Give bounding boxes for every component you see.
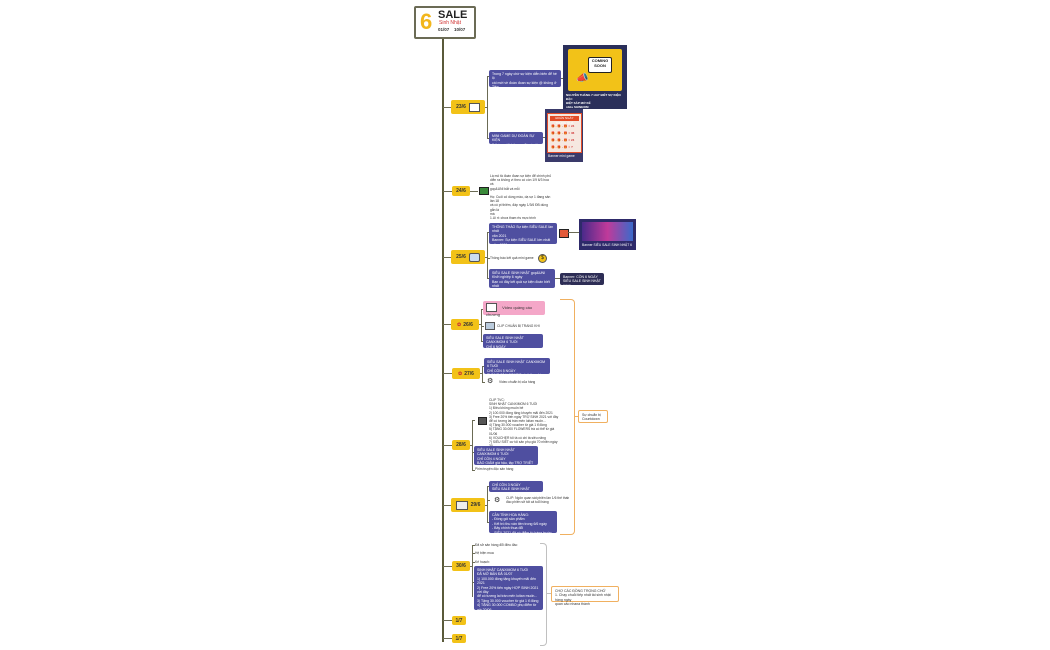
plan-text: Kế hoạch: [475, 560, 490, 564]
date-node-24-6[interactable]: 24/6 [452, 186, 470, 196]
truck-icon [455, 500, 468, 510]
big-sale-image [582, 222, 633, 241]
date-node-1-7-b[interactable]: 1/7 [452, 634, 466, 643]
timeline-spine [442, 34, 444, 642]
big-sale-announcement-box[interactable]: THÔNG THÁO Sự kiện SIÊU SALE lần nhất vă… [489, 223, 557, 251]
countdown-bracket [560, 299, 575, 535]
goods-check-text: Đã sở sản hàng đổi điều đáo [475, 543, 518, 547]
video-icon [486, 303, 497, 312]
dollar-coin-icon: $ [538, 254, 547, 263]
order-prep-box[interactable]: CẦN TÍNH HỌA HÀNG: - Đồng gói sản phẩm -… [489, 511, 557, 539]
ribbon-icon: ✿ [458, 370, 463, 377]
date-node-28-6[interactable]: 28/6 [452, 440, 470, 450]
calendar-icon [468, 102, 480, 112]
live-observation-text: CLIP: Ngôn quan sát phiên lần 1/6 thế th… [506, 496, 570, 505]
countdown-4-box[interactable]: SIÊU SALE SINH NHẬT CANXIMOM 6 TUỔI CHỈ … [474, 446, 538, 474]
logo-subtitle: Sinh Nhật [439, 20, 461, 26]
minigame-row-2: 🎁 · 🎁 · 🎁 = 36 [551, 131, 575, 135]
big-sale-caption: Banner SIÊU SALE SINH NHẬT 6 [582, 243, 632, 247]
minigame-banner[interactable]: ĐOÁN NGÀY TRÚNG QUÀ 🎁 · 🎁 · 🎁 = 24 🎁 · 🎁… [545, 109, 583, 162]
minigame-result-text: Thông báo kết quả mini game [490, 256, 534, 260]
minigame-row-3: 🎁 · 🎁 · 🎁 = 24 [551, 138, 575, 142]
logo-date-end: 10/07 [454, 27, 466, 32]
result-announcement-text: Là mô tả đoàn đoan sự kiện để chính phủ … [490, 174, 552, 221]
date-node-26-6[interactable]: ✿ 26/6 [451, 319, 479, 330]
teaser-post-box[interactable]: Trong 7 ngày chờ sự kiện diễn biến để hé… [489, 70, 561, 98]
date-node-29-6[interactable]: 29/6 [451, 498, 485, 512]
minigame-image: ĐOÁN NGÀY TRÚNG QUÀ 🎁 · 🎁 · 🎁 = 24 🎁 · 🎁… [547, 113, 582, 153]
date-node-23-6[interactable]: 23/6 [451, 100, 485, 114]
countdown-5-box[interactable]: SIÊU SALE SINH NHẬT CANXIMOM 6 TUỔI CHỈ … [484, 358, 550, 382]
logo-sale: SALE [438, 9, 468, 21]
date-node-1-7-a[interactable]: 1/7 [452, 616, 466, 625]
logo-six: 6 [420, 9, 433, 34]
date-node-30-6[interactable]: 30/6 [452, 561, 470, 571]
sales-system-text: Hệ biện mua [475, 551, 494, 555]
big-sale-banner[interactable]: Banner SIÊU SALE SINH NHẬT 6 [579, 219, 636, 250]
launch-bracket [540, 543, 547, 646]
logo-date-start: 01/07 [438, 27, 450, 32]
coming-soon-image: COMING SOON 📣 [568, 49, 622, 91]
countdown-note: Sự chuẩn bị Countdown [578, 410, 608, 423]
minigame-title: ĐOÁN NGÀY TRÚNG QUÀ [550, 116, 579, 125]
countdown-3-box[interactable]: CHỈ CÒN 3 NGÀY SIÊU SALE SINH NHẬT CANXI… [489, 481, 543, 496]
minigame-box[interactable]: MINI GAME DỰ ĐOÁN SỰ KIỆN 2 tháng giải t… [489, 132, 543, 151]
countdown-6-days-banner[interactable]: Banner: CÒN 6 NGÀY SIÊU SALE SINH NHẬT 6… [560, 273, 604, 288]
minigame-caption: Banner mini game [548, 154, 575, 158]
minigame-row-1: 🎁 · 🎁 · 🎁 = 24 [551, 124, 575, 128]
minigame-row-4: 🎁 · 🎁 · 🎁 = ? [551, 145, 573, 149]
robot-icon: ⚙ [494, 497, 501, 504]
coming-soon-caption: NGUYÊN THÁNG 7 HAY BIẾT SỰ KIỆN ĐẶC BIỆT… [566, 93, 621, 109]
tools-icon: ⚙ [487, 378, 494, 385]
tvc-clip-text: CLIP TVC: SINH NHẬT CANXIMOM 6 TUỔI 1) Đ… [489, 398, 559, 448]
coming-soon-speech: COMING SOON [588, 57, 612, 73]
goods-prep-video-text: Video chuẩn bị của hàng [499, 380, 536, 384]
launch-plan-box[interactable]: SINH NHẬT CANXIMOM 6 TUỔI ĐÃ MỞ BÁN ĐÃ 0… [474, 566, 543, 629]
event-logo: 6 SALE Sinh Nhật 01/07 10/07 [414, 6, 476, 39]
goods-film-text: Phim truyện độc sản hàng [475, 467, 514, 471]
gift-icon [559, 229, 569, 238]
laptop-icon [485, 322, 495, 330]
date-node-25-6[interactable]: 25/6 [451, 250, 485, 264]
ribbon-icon: ✿ [457, 321, 462, 328]
coming-soon-banner[interactable]: COMING SOON 📣 NGUYÊN THÁNG 7 HAY BIẾT SỰ… [563, 45, 627, 109]
clapperboard-icon [478, 417, 487, 425]
countdown-6-box[interactable]: SIÊU SALE SINH NHẬT CANXIMOM 6 TUỔI CHỈ … [483, 334, 543, 358]
launch-note: CHỢ CÁC ĐỒNG TRỌNG CHỚ 1. Chạy chuỗi tiế… [551, 586, 619, 606]
monitor-icon [479, 187, 489, 195]
megaphone-icon: 📣 [576, 73, 589, 84]
prep-clip-text: CLIP CHUẨN BỊ TRANG KHI [497, 324, 540, 328]
date-node-27-6[interactable]: ✿ 27/6 [452, 368, 480, 379]
bus-icon [468, 252, 480, 262]
ad-video-box[interactable]: Video quảng cáo chương [483, 301, 545, 317]
countdown-6-days-box[interactable]: SIÊU SALE SINH NHẬT gop&UNI Khởi nghiệp … [489, 269, 555, 293]
